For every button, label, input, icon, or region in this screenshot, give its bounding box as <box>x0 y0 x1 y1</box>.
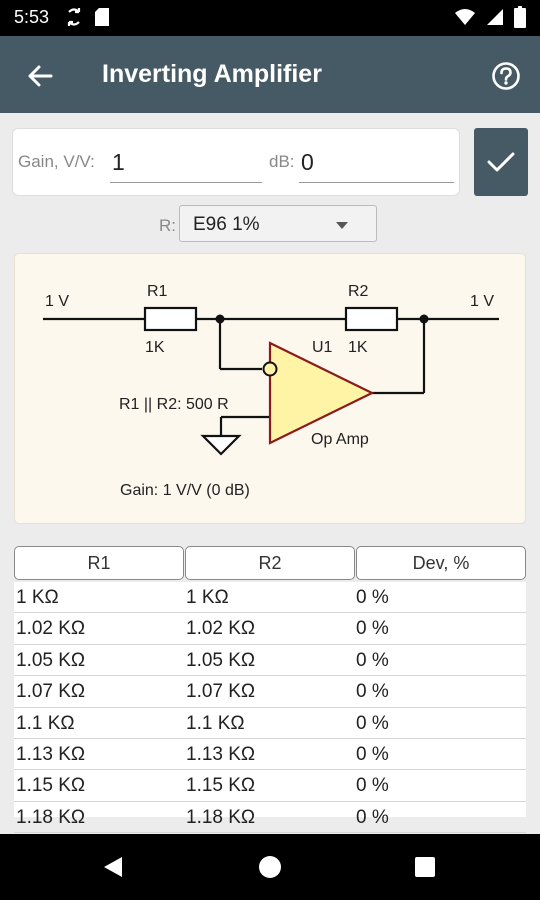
r1-cell: 1.02 KΩ <box>16 618 86 640</box>
nav-back-button[interactable] <box>96 852 130 882</box>
r2-cell: 1.18 KΩ <box>186 806 256 828</box>
status-time: 5:53 <box>14 7 50 27</box>
r1-cell: 1.18 KΩ <box>16 806 86 828</box>
resistor-series-value: E96 1% <box>193 214 260 235</box>
r1-cell: 1.07 KΩ <box>16 681 86 703</box>
r1-cell: 1 KΩ <box>16 587 59 608</box>
schematic-wires <box>43 317 499 436</box>
deviation-cell: 0 % <box>356 587 389 608</box>
nav-recents-button[interactable] <box>408 852 442 882</box>
input-voltage-label: 1 V <box>45 293 69 310</box>
gain-field[interactable]: 1 <box>110 143 262 183</box>
r2-cell: 1.13 KΩ <box>186 744 256 765</box>
db-value: 0 <box>301 149 314 175</box>
signal-icon <box>487 9 503 25</box>
r2-cell: 1.05 KΩ <box>186 649 256 671</box>
resistor-series-dropdown[interactable]: E96 1% <box>179 205 377 242</box>
r1-value-label: 1K <box>145 339 165 356</box>
gain-result-label: Gain: 1 V/V (0 dB) <box>120 482 250 499</box>
back-button[interactable] <box>20 56 60 96</box>
resistor-series-label: R: <box>159 216 176 235</box>
battery-icon <box>514 6 526 28</box>
gain-input-card: Gain, V/V: 1 dB: 0 <box>12 128 460 196</box>
table-row[interactable]: 1 KΩ 1 KΩ 0 % <box>14 582 526 614</box>
page-title: Inverting Amplifier <box>102 60 322 88</box>
r2-cell: 1.02 KΩ <box>186 618 256 640</box>
opamp-label: Op Amp <box>311 431 369 448</box>
table-header: R1 R2 Dev, % <box>14 546 526 580</box>
nav-home-button[interactable] <box>253 852 287 882</box>
app-bar: Inverting Amplifier <box>0 36 540 113</box>
r1-cell: 1.05 KΩ <box>16 649 86 671</box>
help-circle-icon <box>492 62 520 90</box>
resistor-r2 <box>344 306 399 332</box>
opamp-symbol <box>268 341 375 445</box>
dropdown-arrow-icon <box>336 222 348 229</box>
deviation-cell: 0 % <box>356 649 389 671</box>
r1-cell: 1.15 KΩ <box>16 775 86 797</box>
schematic-drawing: 1 V 1 V R1 1K R2 1K U1 Op Amp R1 || R2: … <box>43 283 499 499</box>
table-row[interactable]: 1.15 KΩ 1.15 KΩ 0 % <box>14 770 526 802</box>
deviation-cell: 0 % <box>356 775 389 797</box>
column-header-deviation[interactable]: Dev, % <box>356 546 526 580</box>
gain-label: Gain, V/V: <box>18 152 95 171</box>
table-row[interactable]: 1.07 KΩ 1.07 KΩ 0 % <box>14 676 526 708</box>
r2-cell: 1 KΩ <box>186 587 229 608</box>
resistor-r1 <box>143 306 198 332</box>
column-header-r2[interactable]: R2 <box>185 546 355 580</box>
ground-icon <box>200 434 242 456</box>
status-bar: 5:53 <box>0 0 540 36</box>
deviation-cell: 0 % <box>356 681 389 703</box>
sync-icon <box>67 8 81 26</box>
table-row[interactable]: 1.18 KΩ 1.18 KΩ 0 % <box>14 802 526 834</box>
r1-name-label: R1 <box>147 283 168 300</box>
recents-square-icon <box>415 857 435 877</box>
r2-cell: 1.07 KΩ <box>186 681 256 703</box>
r2-value-label: 1K <box>348 339 368 356</box>
deviation-cell: 0 % <box>356 712 389 734</box>
circuit-schematic: 1 V 1 V R1 1K R2 1K U1 Op Amp R1 || R2: … <box>14 253 526 524</box>
back-triangle-icon <box>104 857 122 877</box>
db-field[interactable]: 0 <box>299 143 454 183</box>
sd-card-icon <box>95 8 109 26</box>
column-header-r1[interactable]: R1 <box>14 546 184 580</box>
junction-node <box>419 314 429 324</box>
junction-node <box>215 314 225 324</box>
table-row[interactable]: 1.05 KΩ 1.05 KΩ 0 % <box>14 645 526 677</box>
results-table: 1 KΩ 1 KΩ 0 % 1.02 KΩ 1.02 KΩ 0 % 1.05 K… <box>14 582 526 834</box>
home-circle-icon <box>259 856 281 878</box>
arrow-left-icon <box>28 65 53 87</box>
db-label: dB: <box>269 152 295 171</box>
inverting-input-marker <box>262 361 278 377</box>
deviation-cell: 0 % <box>356 806 389 828</box>
u1-label: U1 <box>312 339 333 356</box>
r1-cell: 1.1 KΩ <box>16 712 75 734</box>
deviation-cell: 0 % <box>356 618 389 640</box>
deviation-cell: 0 % <box>356 744 389 765</box>
gain-value: 1 <box>112 149 125 175</box>
wifi-icon <box>455 9 475 25</box>
table-row[interactable]: 1.1 KΩ 1.1 KΩ 0 % <box>14 708 526 739</box>
r2-cell: 1.1 KΩ <box>186 712 245 734</box>
help-button[interactable] <box>486 56 526 96</box>
check-icon <box>487 152 515 172</box>
r2-cell: 1.15 KΩ <box>186 775 256 797</box>
output-voltage-label: 1 V <box>470 293 494 310</box>
parallel-resistance-label: R1 || R2: 500 R <box>119 396 229 413</box>
table-row[interactable]: 1.02 KΩ 1.02 KΩ 0 % <box>14 613 526 645</box>
system-nav-bar <box>0 834 540 900</box>
r2-name-label: R2 <box>348 283 369 300</box>
r1-cell: 1.13 KΩ <box>16 744 86 765</box>
table-row[interactable]: 1.13 KΩ 1.13 KΩ 0 % <box>14 739 526 771</box>
confirm-button[interactable] <box>474 128 528 196</box>
